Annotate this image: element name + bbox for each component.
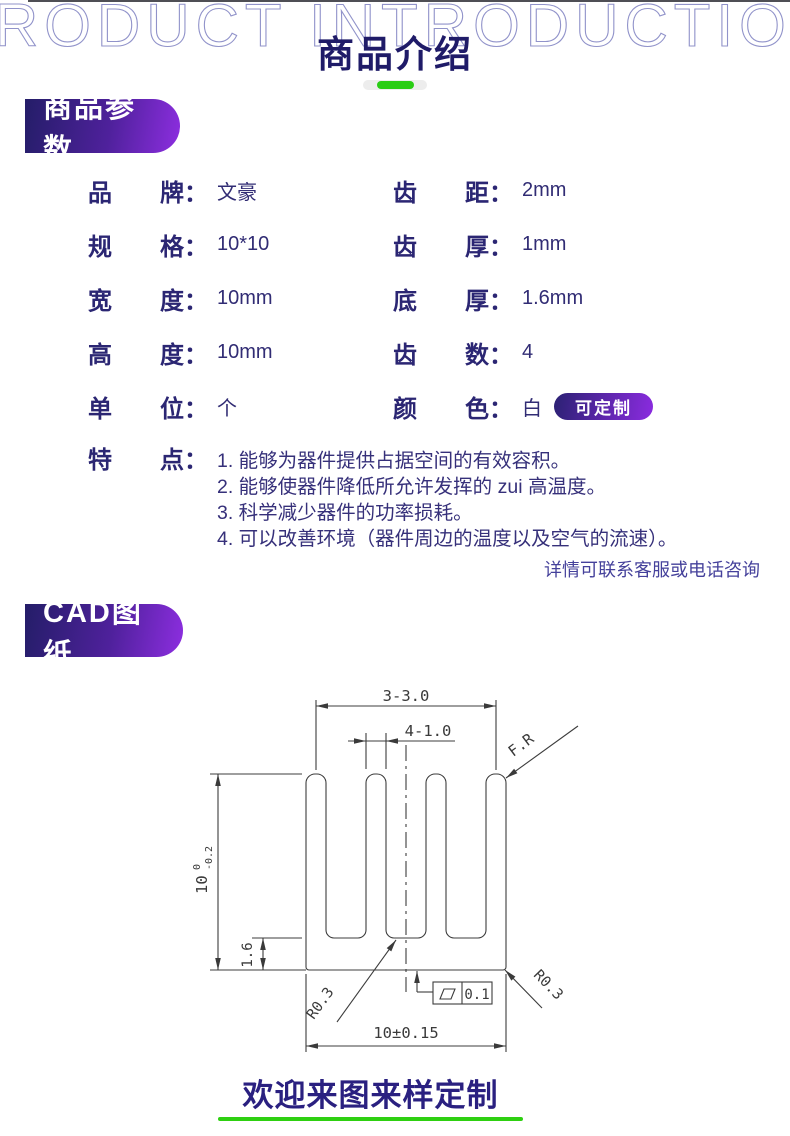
background-outline-title: PRODUCT INTRODUCTION bbox=[0, 0, 790, 60]
feature-line: 3. 科学减少器件的功率损耗。 bbox=[217, 502, 473, 524]
arrowhead bbox=[306, 1043, 318, 1049]
param-value: 10mm bbox=[217, 340, 273, 363]
title-divider-track bbox=[363, 80, 427, 90]
dim-height-tol-lower: -0.2 bbox=[204, 846, 215, 870]
param-value: 4 bbox=[522, 340, 534, 363]
dim-height-label: 10 bbox=[193, 875, 211, 894]
param-label: 底 bbox=[393, 287, 417, 315]
page-title: 商品介绍 bbox=[317, 34, 473, 75]
arrowhead bbox=[354, 738, 366, 744]
arrowhead bbox=[316, 703, 328, 709]
title-divider-green-bar bbox=[377, 81, 414, 89]
dim-base-label: 1.6 bbox=[240, 942, 256, 967]
cad-drawing: 3-3.0 4-1.0 F.R 10 0 -0.2 1.6 R0.3 bbox=[192, 687, 579, 1052]
footer-title: 欢迎来图来样定制 bbox=[242, 1078, 499, 1113]
param-value: 文豪 bbox=[217, 181, 257, 204]
param-colon: ： bbox=[184, 287, 208, 315]
param-colon: ： bbox=[184, 179, 208, 207]
heatsink-outline bbox=[305, 773, 507, 971]
section-badge-cad: CAD图纸 bbox=[25, 597, 183, 671]
param-row-color: 颜色： 白 可定制 bbox=[393, 379, 653, 433]
dim-radius-left-label: R0.3 bbox=[304, 985, 337, 1023]
arrowhead bbox=[215, 958, 221, 970]
param-label: 品 bbox=[88, 179, 112, 207]
dim-fin-label: 4-1.0 bbox=[405, 722, 452, 740]
param-value: 10*10 bbox=[217, 232, 270, 255]
top-divider-line bbox=[28, 0, 790, 2]
param-label: 齿 bbox=[393, 179, 417, 207]
param-value: 10mm bbox=[217, 286, 273, 309]
param-colon: ： bbox=[184, 395, 208, 423]
param-label: 单 bbox=[88, 395, 112, 423]
param-value: 1.6mm bbox=[522, 286, 584, 309]
param-row-tooth-thickness: 齿厚： 1mm bbox=[393, 217, 653, 271]
arrowhead bbox=[484, 703, 496, 709]
param-colon: ： bbox=[489, 233, 513, 261]
parameters-right-column: 齿距： 2mm 齿厚： 1mm 底厚： 1.6mm 齿数： 4 颜色： 白 可定… bbox=[393, 163, 653, 433]
param-colon: ： bbox=[489, 287, 513, 315]
dim-pitch-label: 3-3.0 bbox=[383, 687, 430, 705]
arrowhead bbox=[215, 774, 221, 786]
feature-line: 4. 可以改善环境（器件周边的温度以及空气的流速）。 bbox=[217, 528, 678, 550]
leader-line bbox=[336, 939, 397, 1023]
flatness-symbol-icon bbox=[439, 988, 456, 1000]
param-colon: ： bbox=[489, 341, 513, 369]
param-label: 规 bbox=[88, 233, 112, 261]
parameters-left-column: 品牌： 文豪 规格： 10*10 宽度： 10mm 高度： 10mm 单位： 个 bbox=[88, 163, 273, 433]
arrowhead bbox=[386, 738, 398, 744]
arrowhead bbox=[260, 938, 266, 950]
param-colon: ： bbox=[184, 341, 208, 369]
param-label: 特 bbox=[88, 447, 112, 474]
feature-line: 1. 能够为器件提供占据空间的有效容积。 bbox=[217, 450, 571, 472]
param-row-tooth-pitch: 齿距： 2mm bbox=[393, 163, 653, 217]
dim-width-label: 10±0.15 bbox=[373, 1024, 438, 1042]
arrowhead bbox=[414, 971, 420, 983]
section-badge-parameters: 商品参数 bbox=[25, 92, 180, 166]
dim-flatness-label: 0.1 bbox=[464, 987, 489, 1003]
customizable-badge: 可定制 bbox=[554, 392, 653, 420]
param-value: 个 bbox=[217, 397, 237, 420]
feature-list: 1. 能够为器件提供占据空间的有效容积。 2. 能够使器件降低所允许发挥的 zu… bbox=[217, 448, 677, 552]
leader-line bbox=[505, 725, 579, 779]
param-row-tooth-count: 齿数： 4 bbox=[393, 325, 653, 379]
param-colon: ： bbox=[184, 233, 208, 261]
param-row-brand: 品牌： 文豪 bbox=[88, 163, 273, 217]
param-value: 白 bbox=[522, 397, 542, 420]
footer: 欢迎来图来样定制 bbox=[218, 1070, 523, 1121]
footer-green-underline bbox=[218, 1117, 523, 1121]
arrowhead bbox=[505, 970, 516, 981]
param-value: 1mm bbox=[522, 232, 567, 255]
param-label: 宽 bbox=[88, 287, 112, 315]
dim-fillet-label: F.R bbox=[505, 729, 538, 760]
param-row-base-thickness: 底厚： 1.6mm bbox=[393, 271, 653, 325]
param-label: 颜 bbox=[393, 395, 417, 423]
param-row-width: 宽度： 10mm bbox=[88, 271, 273, 325]
param-row-features: 特点： 1. 能够为器件提供占据空间的有效容积。 2. 能够使器件降低所允许发挥… bbox=[88, 447, 678, 552]
param-label: 高 bbox=[88, 341, 112, 369]
param-label: 齿 bbox=[393, 341, 417, 369]
param-row-unit: 单位： 个 bbox=[88, 379, 273, 433]
arrowhead bbox=[386, 940, 396, 952]
arrowhead bbox=[260, 958, 266, 970]
param-colon: ： bbox=[184, 447, 208, 474]
dim-height-label-group: 10 0 -0.2 bbox=[192, 846, 215, 894]
arrowhead bbox=[494, 1043, 506, 1049]
contact-note: 详情可联系客服或电话咨询 bbox=[544, 560, 760, 580]
dim-radius-right-label: R0.3 bbox=[530, 967, 566, 1003]
param-colon: ： bbox=[489, 179, 513, 207]
param-colon: ： bbox=[489, 395, 513, 423]
param-row-height: 高度： 10mm bbox=[88, 325, 273, 379]
param-value: 2mm bbox=[522, 178, 567, 201]
param-row-spec: 规格： 10*10 bbox=[88, 217, 273, 271]
arrowhead bbox=[506, 768, 518, 778]
param-label: 齿 bbox=[393, 233, 417, 261]
dim-height-tol-upper: 0 bbox=[192, 864, 203, 870]
feature-line: 2. 能够使器件降低所允许发挥的 zui 高温度。 bbox=[217, 476, 606, 498]
